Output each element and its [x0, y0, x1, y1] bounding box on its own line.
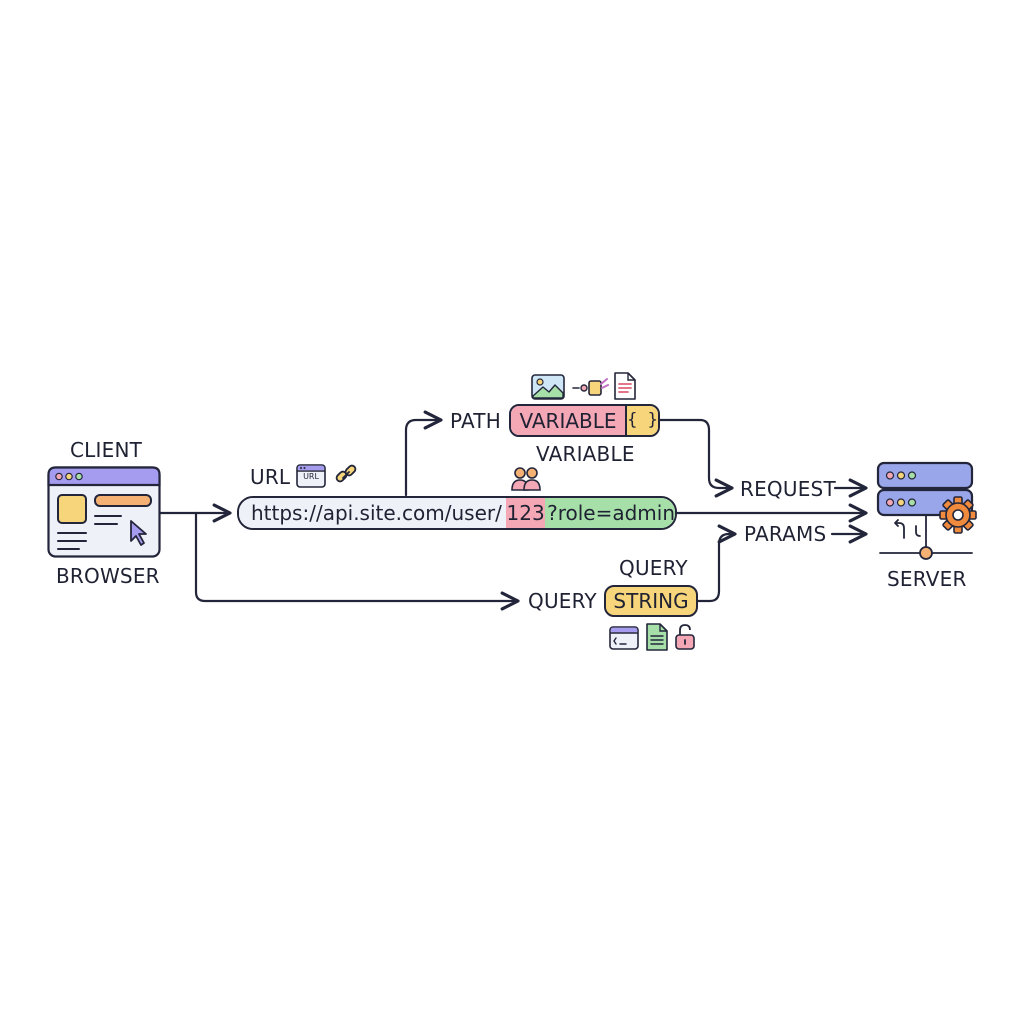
- document-icon: [614, 372, 636, 400]
- url-label: URL: [250, 465, 291, 489]
- variable-pill-brace: { }: [627, 406, 658, 435]
- request-label: REQUEST: [740, 477, 836, 501]
- params-label: PARAMS: [744, 522, 827, 546]
- url-id-segment: 123: [506, 498, 546, 528]
- image-icon: [531, 374, 565, 400]
- arrow-querystring-to-params: [695, 524, 737, 603]
- key-icon: [571, 376, 611, 398]
- link-icon: [332, 461, 360, 489]
- arrow-variable-to-request: [658, 418, 734, 498]
- variable-pill: VARIABLE { }: [509, 404, 660, 437]
- browser-window-icon: [47, 466, 161, 558]
- variable-pill-text: VARIABLE: [511, 406, 627, 435]
- client-title: CLIENT: [70, 438, 143, 462]
- gear-icon: [937, 494, 979, 536]
- url-window-icon: URL: [296, 464, 326, 488]
- url-window-icon-text: URL: [303, 472, 319, 481]
- query-string-pill-text: STRING: [613, 589, 689, 613]
- server-icon: [874, 460, 978, 562]
- users-icon: [510, 466, 542, 492]
- spreadsheet-icon: [646, 623, 668, 651]
- arrow-url-to-path: [404, 410, 443, 497]
- query-string-top-label: QUERY: [619, 556, 688, 580]
- variable-label: VARIABLE: [536, 442, 635, 466]
- client-subtitle: BROWSER: [56, 564, 160, 588]
- padlock-icon: [674, 623, 696, 651]
- query-label: QUERY: [528, 589, 597, 613]
- code-window-icon: [609, 626, 639, 650]
- url-path-segment: https://api.site.com/user/: [239, 498, 507, 528]
- query-string-pill: STRING: [604, 585, 698, 617]
- path-label: PATH: [450, 409, 501, 433]
- url-query-segment: ?role=admin: [545, 498, 675, 528]
- server-label: SERVER: [887, 567, 967, 591]
- url-bar: https://api.site.com/user/ 123 ?role=adm…: [237, 496, 677, 530]
- arrow-client-to-query: [194, 511, 520, 611]
